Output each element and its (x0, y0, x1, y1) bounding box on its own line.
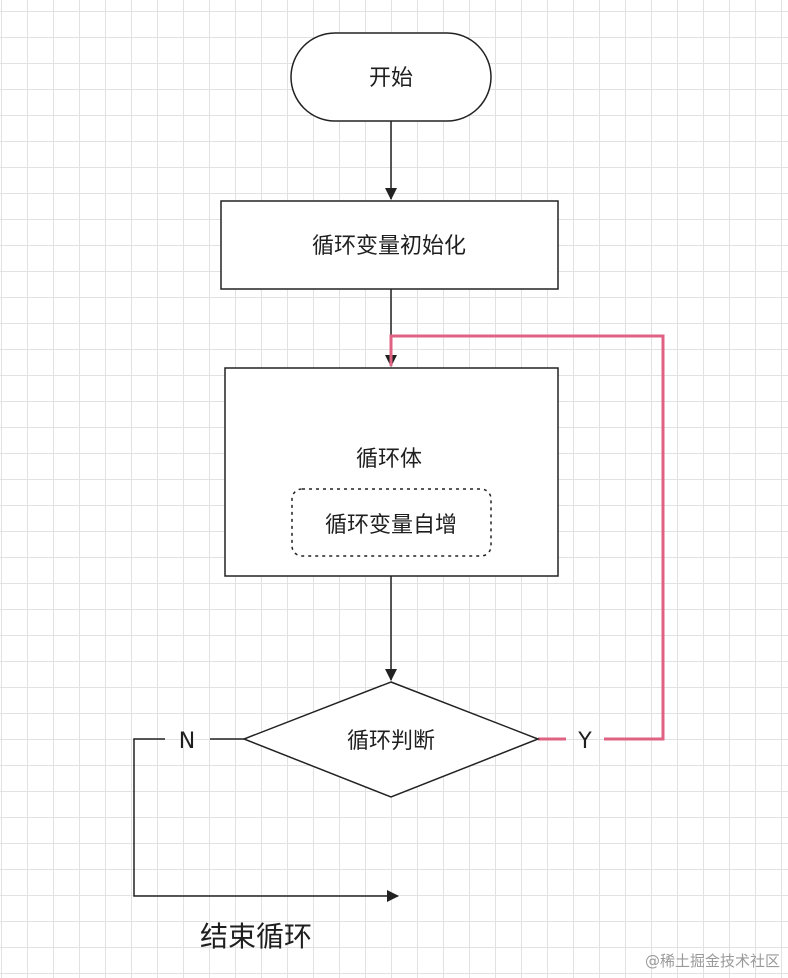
edge-loop-back (389, 334, 665, 741)
edge-label-yes: Y (577, 729, 592, 754)
loop-body-label: 循环体 (356, 447, 422, 472)
increment-label: 循环变量自增 (325, 513, 457, 538)
decision-node: 循环判断 (241, 681, 541, 798)
init-node: 循环变量初始化 (220, 200, 559, 290)
init-label: 循环变量初始化 (312, 234, 466, 259)
start-node: 开始 (290, 32, 492, 122)
start-label: 开始 (369, 66, 413, 91)
edge-no-to-end (133, 738, 399, 902)
increment-node (291, 488, 492, 557)
watermark-text: @稀土掘金技术社区 (645, 952, 780, 970)
loop-body-node: 循环体 循环变量自增 (224, 367, 559, 577)
end-label: 结束循环 (200, 920, 312, 953)
decision-label: 循环判断 (347, 729, 435, 754)
edge-label-no: N (179, 729, 195, 754)
